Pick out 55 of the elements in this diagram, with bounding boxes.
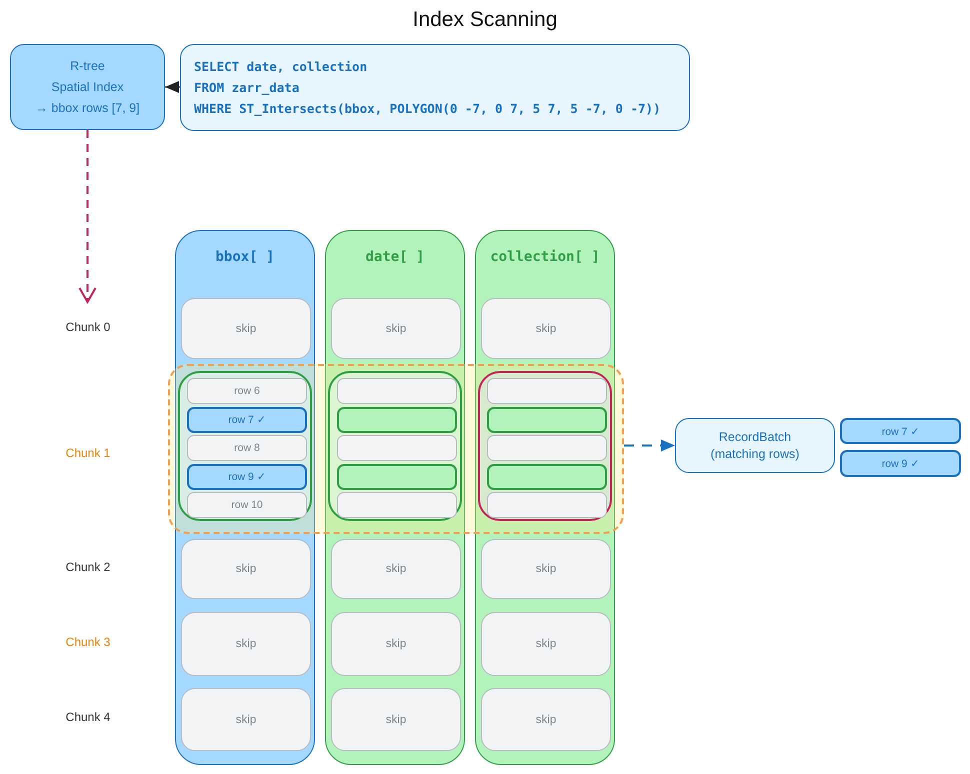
chunk-row-group xyxy=(478,371,612,521)
box-text-line: → bbox rows [7, 9] xyxy=(35,100,140,117)
row-cell: row 6 xyxy=(187,378,307,404)
skipped-chunk-cell: skip xyxy=(181,539,311,599)
row-cell xyxy=(487,492,607,518)
skipped-chunk-cell: skip xyxy=(481,298,611,359)
matching-row-cell xyxy=(337,464,457,490)
row-cell xyxy=(337,378,457,404)
matching-row-cell: row 9 ✓ xyxy=(187,464,307,490)
row-cell xyxy=(487,378,607,404)
chunk-label: Chunk 4 xyxy=(66,710,110,724)
column-header: date[ ] xyxy=(364,249,426,265)
matching-row-cell xyxy=(487,406,607,432)
chunk-label: Chunk 2 xyxy=(66,560,110,574)
code-line: WHERE ST_Intersects(bbox, POLYGON(0 -7, 0 7, 5 7, 5 -7, 0 -7)) xyxy=(194,100,661,118)
row-cell: row 8 xyxy=(187,435,307,461)
index-box xyxy=(10,44,165,130)
row-cell xyxy=(337,435,457,461)
skipped-chunk-cell: skip xyxy=(481,688,611,751)
chunk-label: Chunk 3 xyxy=(66,635,110,649)
skipped-chunk-cell: skip xyxy=(331,298,461,359)
skipped-chunk-cell: skip xyxy=(331,688,461,751)
row-cell: row 10 xyxy=(187,492,307,518)
arrow xyxy=(78,130,96,303)
matching-row-cell xyxy=(337,406,457,432)
skipped-chunk-cell: skip xyxy=(181,688,311,751)
column-header: collection[ ] xyxy=(489,249,601,265)
box-text-line: Spatial Index xyxy=(51,78,124,96)
column-header: bbox[ ] xyxy=(214,249,276,265)
skipped-chunk-cell: skip xyxy=(481,612,611,676)
box-text-line: RecordBatch xyxy=(718,428,792,446)
skipped-chunk-cell: skip xyxy=(481,539,611,599)
diagram-title: Index Scanning xyxy=(412,8,558,32)
code-line: FROM zarr_data xyxy=(194,79,300,97)
skipped-chunk-cell: skip xyxy=(331,539,461,599)
box-text-line: R-tree xyxy=(70,58,105,74)
query-box xyxy=(180,44,690,131)
matching-row-cell: row 7 ✓ xyxy=(840,418,961,444)
chunk-label: Chunk 0 xyxy=(66,320,110,334)
code-line: SELECT date, collection xyxy=(194,58,368,76)
chunk-row-group xyxy=(178,371,312,521)
chunk-row-group xyxy=(328,371,462,521)
arrow xyxy=(165,81,180,93)
matching-row-cell xyxy=(487,464,607,490)
chunk-label: Chunk 1 xyxy=(66,446,110,460)
row-cell xyxy=(487,435,607,461)
skipped-chunk-cell: skip xyxy=(181,298,311,359)
row-cell xyxy=(337,492,457,518)
matching-row-cell: row 7 ✓ xyxy=(187,406,307,432)
box-text-line: (matching rows) xyxy=(710,446,800,462)
skipped-chunk-cell: skip xyxy=(331,612,461,676)
matching-row-cell: row 9 ✓ xyxy=(840,450,961,477)
record-batch-box xyxy=(675,418,835,473)
arrow xyxy=(624,440,675,452)
skipped-chunk-cell: skip xyxy=(181,612,311,676)
